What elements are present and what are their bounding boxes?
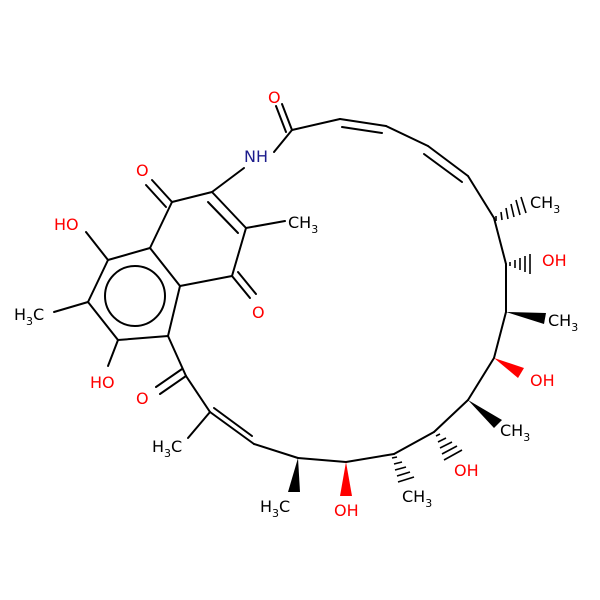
- bond: [171, 191, 213, 203]
- bond: [149, 247, 181, 287]
- atom-label-oh-bottom-left: HO: [90, 373, 115, 392]
- bond: [107, 339, 119, 367]
- atom-label-ch3-r2: CH3: [500, 421, 530, 444]
- atom-label-oh-r2: OH: [530, 371, 555, 390]
- bond: [467, 175, 495, 219]
- bond: [237, 271, 257, 295]
- atom-label-ch3-bottom-right: CH3: [402, 487, 432, 510]
- bond-layer: [53, 103, 507, 463]
- bond: [281, 103, 293, 131]
- bond: [245, 220, 286, 229]
- atom-label-oh-r3: OH: [454, 461, 479, 480]
- bond: [467, 357, 495, 401]
- bond: [297, 457, 347, 463]
- atom-label-nh: NH: [244, 147, 268, 166]
- bond: [155, 368, 183, 388]
- bond: [185, 375, 211, 413]
- atom-label-oh-top-left: HO: [54, 215, 79, 234]
- atom-label-ch3-r1: CH3: [548, 311, 578, 334]
- bond: [339, 118, 387, 127]
- bond: [211, 167, 245, 193]
- bond: [209, 411, 255, 445]
- label-layer: NH O O O O HO HO OH OH OH OH CH3 CH3 CH3…: [14, 88, 578, 520]
- bond: [159, 375, 187, 395]
- bond: [273, 129, 293, 153]
- atom-label-h3c-chain: H3C: [152, 437, 182, 460]
- bond: [145, 184, 167, 208]
- atom-label-o-amide: O: [268, 88, 281, 107]
- atom-label-ch3-top-right: CH3: [530, 193, 560, 216]
- bond: [179, 275, 233, 287]
- atom-label-oh-bottom: OH: [334, 501, 359, 520]
- bond: [253, 443, 299, 459]
- bond: [87, 259, 109, 303]
- bond: [291, 118, 341, 131]
- wedge-bond: [494, 358, 524, 378]
- bond: [433, 399, 469, 433]
- bond: [149, 201, 173, 249]
- atom-label-h3c-bottom-center: H3C: [260, 497, 290, 520]
- bond: [393, 431, 435, 455]
- bond: [385, 125, 429, 147]
- bond: [427, 145, 469, 177]
- bond: [341, 126, 383, 134]
- bond: [85, 231, 109, 261]
- bond: [345, 453, 395, 463]
- bond: [207, 201, 239, 234]
- hashed-bond: [391, 456, 415, 483]
- atom-label-o-quinone-top: O: [136, 161, 149, 180]
- atom-label-h3c-left: H3C: [14, 305, 44, 328]
- bond: [87, 301, 119, 341]
- wedge-bond: [506, 312, 546, 324]
- wedge-bond: [288, 458, 300, 492]
- bond: [231, 227, 247, 277]
- atom-label-ch3-quinone: CH3: [288, 213, 318, 236]
- stereo-layer: [288, 196, 546, 496]
- hashed-bond: [435, 433, 463, 461]
- bond: [213, 407, 253, 437]
- bond: [493, 311, 507, 359]
- bond: [187, 411, 211, 439]
- atom-label-o-ketone: O: [136, 389, 149, 408]
- hashed-bond: [509, 254, 531, 274]
- bond: [167, 335, 187, 377]
- bond: [117, 335, 169, 341]
- atom-label-o-quinone-bottom: O: [252, 303, 265, 322]
- hashed-bond: [495, 196, 527, 221]
- atom-label-oh-r1: OH: [542, 251, 567, 270]
- bond: [53, 301, 89, 313]
- wedge-bond: [340, 462, 352, 496]
- aromatic-ring: [104, 265, 166, 327]
- bond: [107, 247, 151, 261]
- bond: [423, 153, 463, 183]
- bond: [211, 191, 247, 229]
- bond: [275, 105, 287, 133]
- bond: [167, 285, 181, 337]
- wedge-bond: [468, 400, 502, 428]
- bond: [231, 275, 251, 299]
- bond: [151, 179, 173, 203]
- bond: [493, 217, 507, 265]
